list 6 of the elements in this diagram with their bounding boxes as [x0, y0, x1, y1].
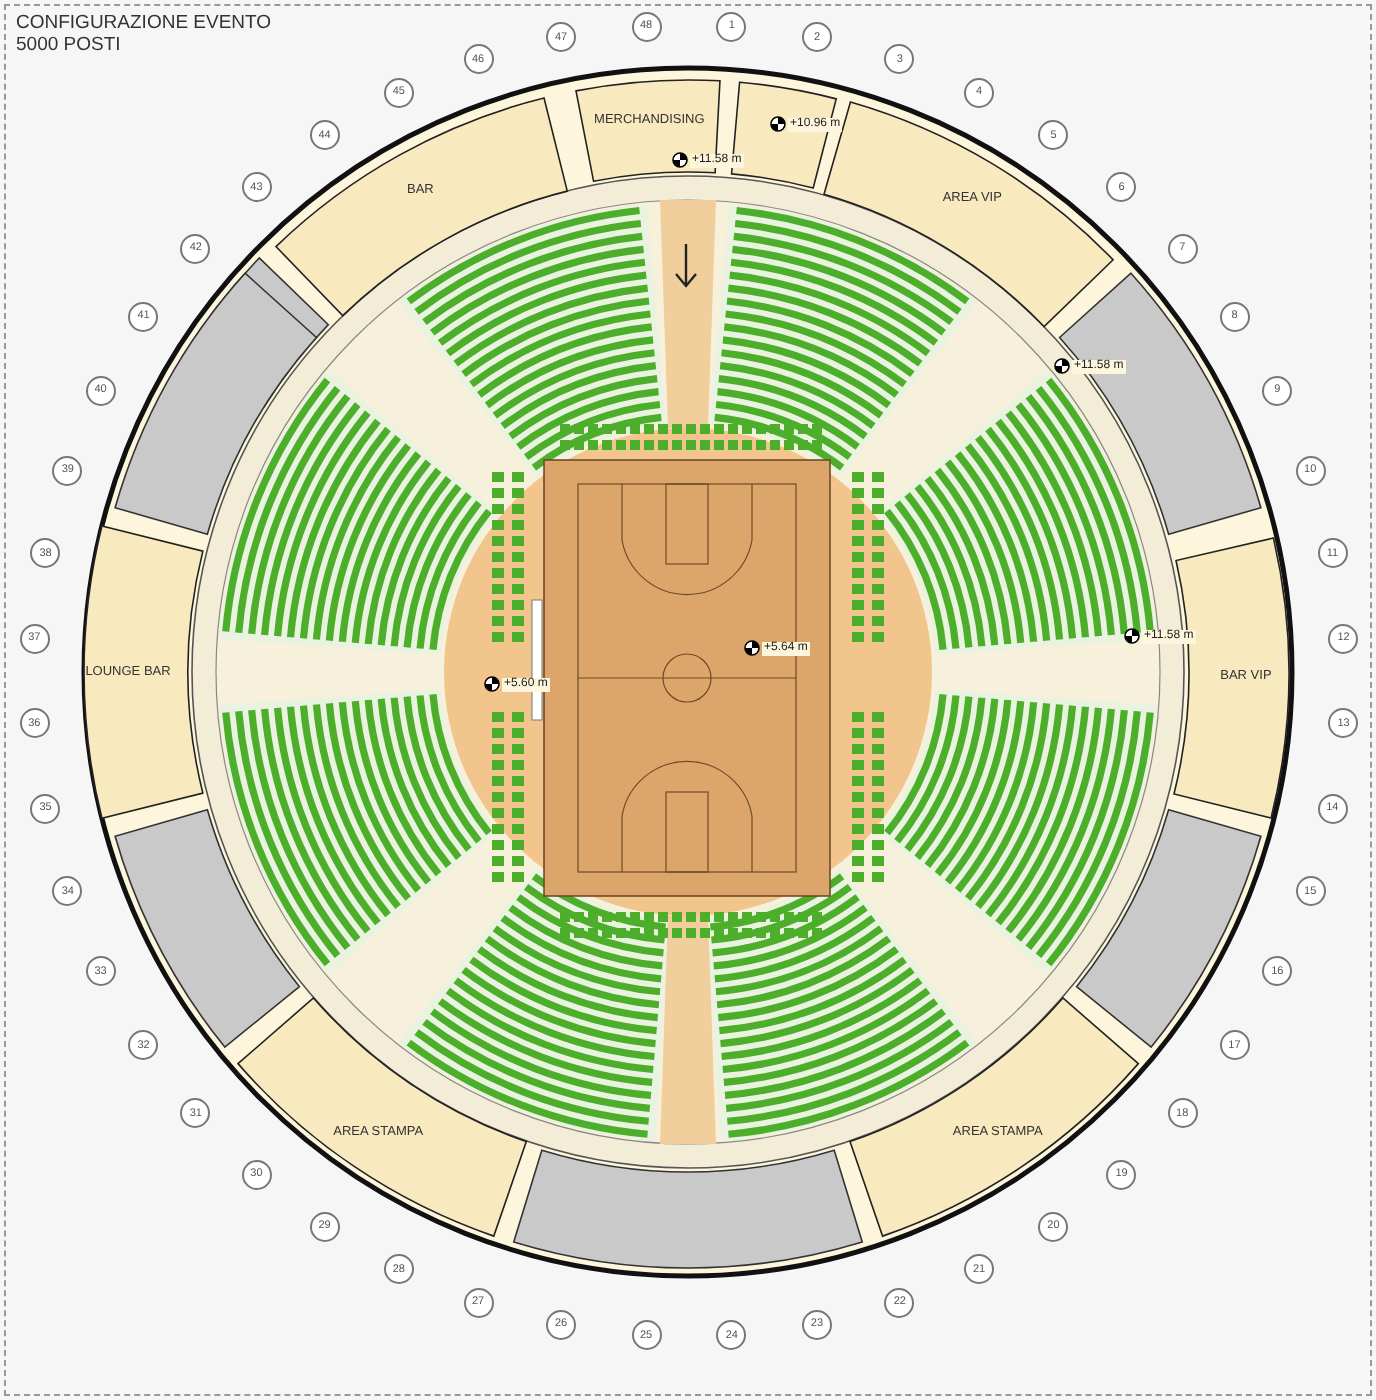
room-area — [276, 97, 568, 316]
room-area — [238, 997, 527, 1236]
title: CONFIGURAZIONE EVENTO 5000 POSTI — [16, 12, 274, 56]
room-area — [824, 102, 1114, 328]
room-area — [849, 997, 1138, 1236]
room-area — [84, 525, 203, 819]
